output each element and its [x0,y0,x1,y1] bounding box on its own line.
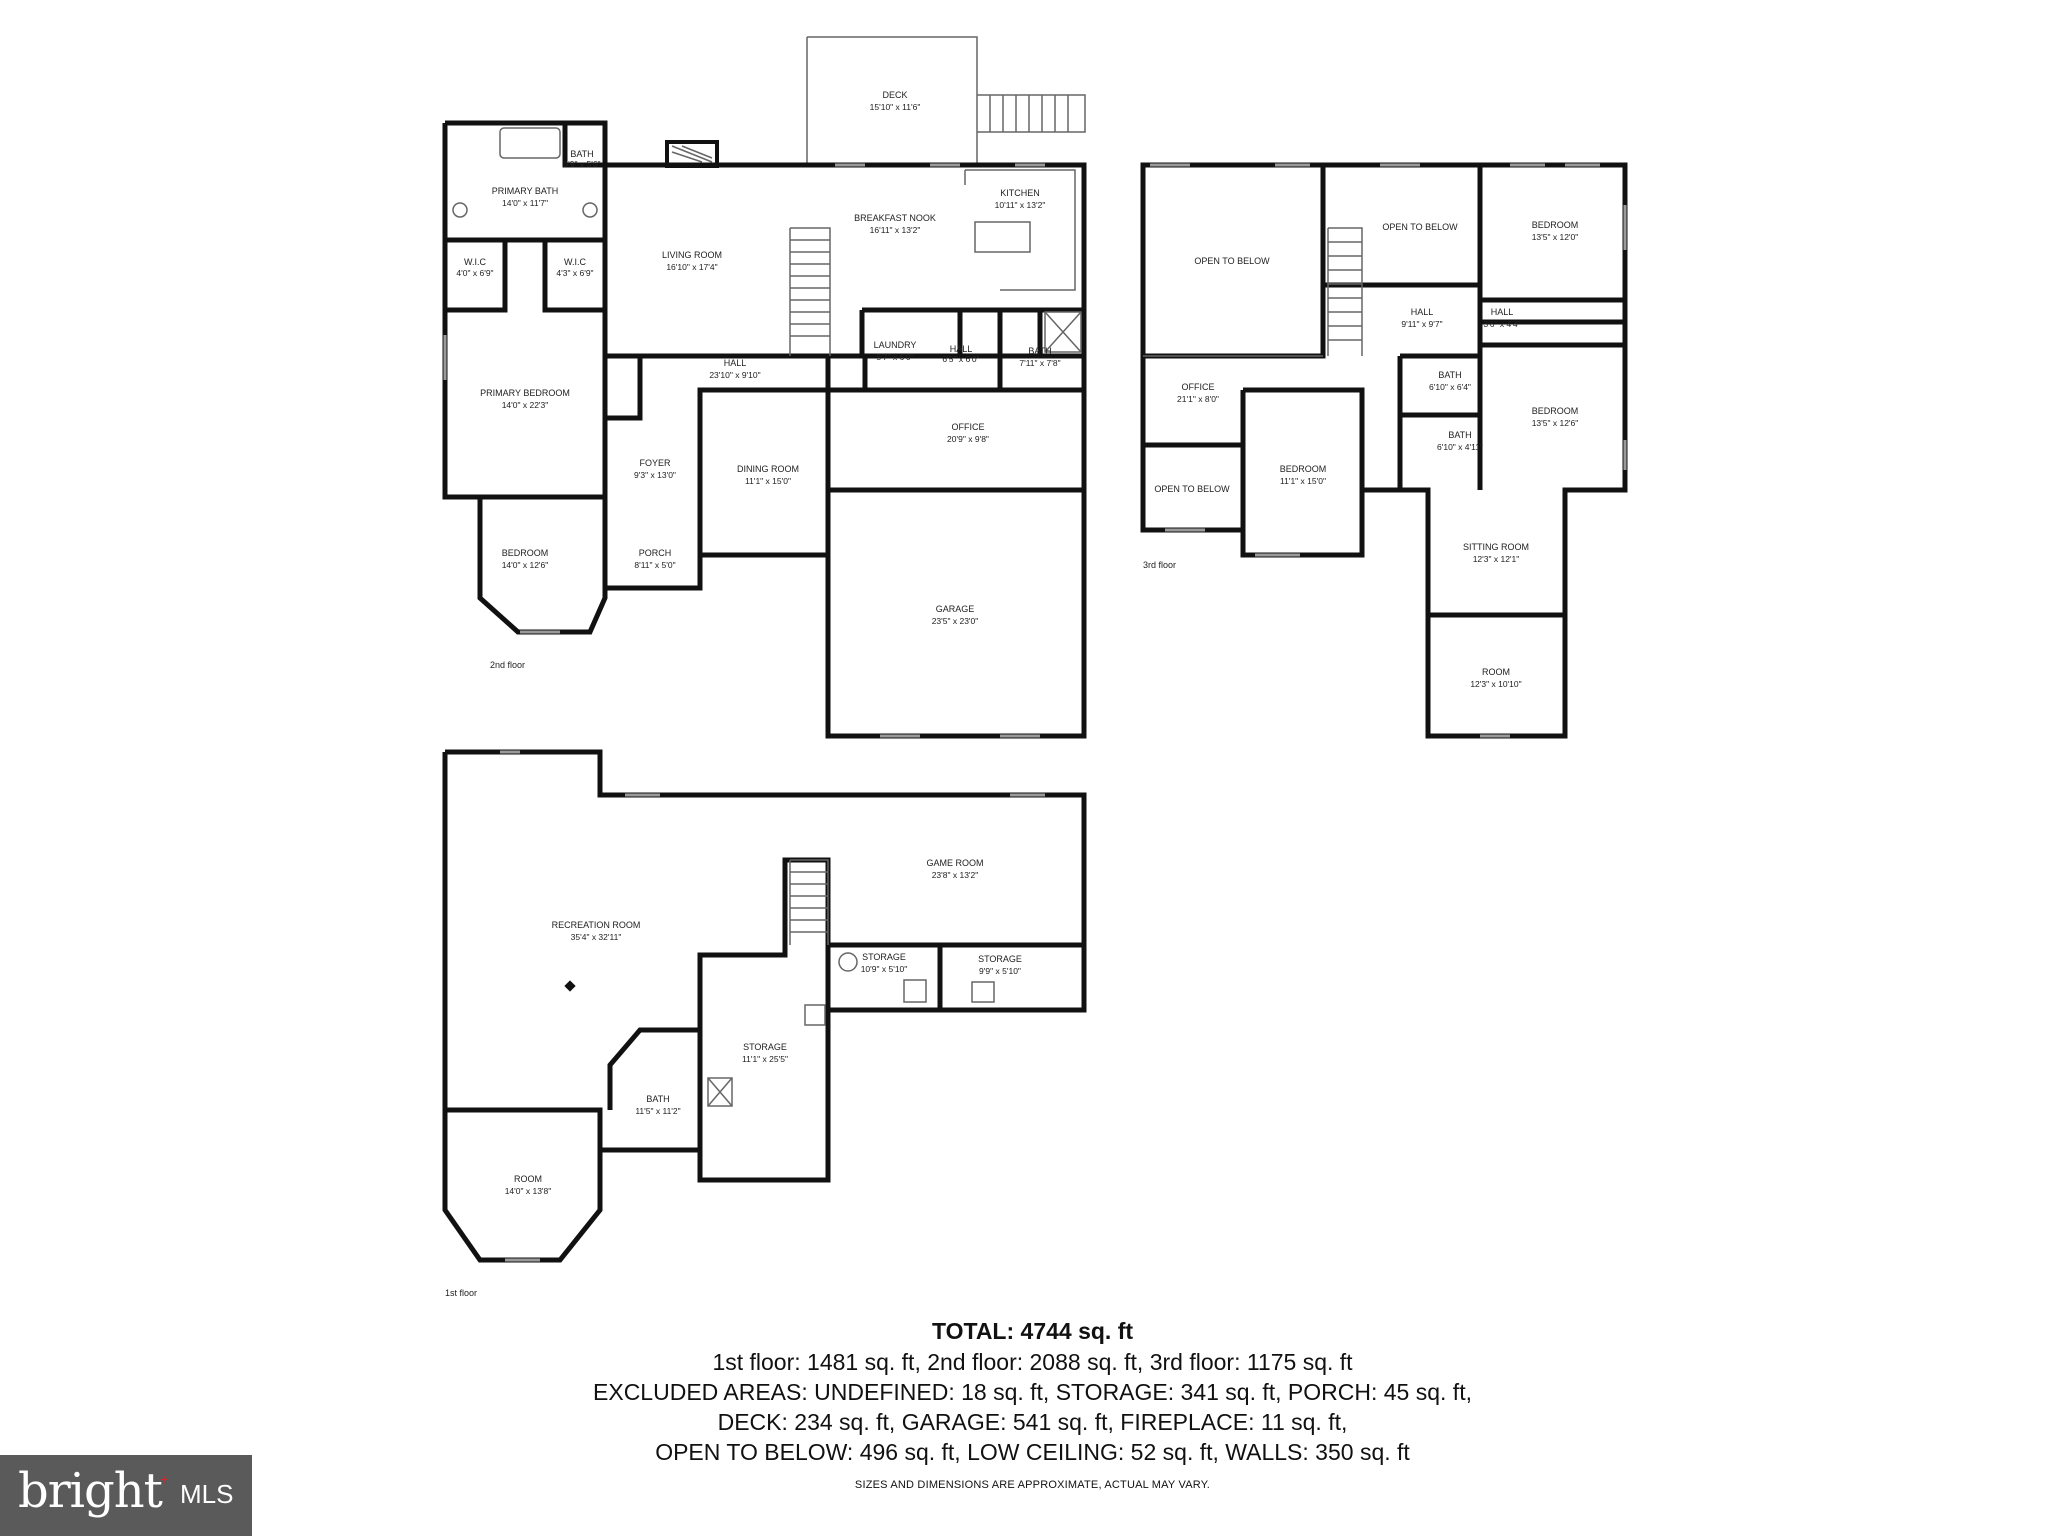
room-name: BATH [1438,370,1461,380]
room-dims: 23'5" x 23'0" [932,616,979,626]
room-dims: 11'5" x 11'2" [635,1106,680,1116]
room-name: GAME ROOM [926,858,983,868]
room-dims: 6'5" x 6'0" [942,354,979,364]
room-name: HALL [1491,307,1514,317]
room-name: GARAGE [936,604,975,614]
room-dims: 14'0" x 11'7" [502,198,548,208]
room-name: BEDROOM [1532,220,1579,230]
room-name: HALL [950,344,973,354]
room-dims: 13'5" x 12'6" [1532,418,1579,428]
room-dims: 11'1" x 15'0" [745,476,791,486]
room-name: STORAGE [862,952,906,962]
room-name: OPEN TO BELOW [1382,222,1458,232]
area-summary: TOTAL: 4744 sq. ft 1st floor: 1481 sq. f… [460,1315,1605,1491]
bright-mls-logo: bright + MLS [0,1455,252,1536]
room-name: W.I.C [464,257,486,267]
room-name: SITTING ROOM [1463,542,1529,552]
room-name: OPEN TO BELOW [1194,256,1270,266]
room-dims: 13'5" x 12'0" [1532,232,1579,242]
room-dims: 21'1" x 8'0" [1177,394,1219,404]
room-dims: 14'0" x 13'8" [505,1186,552,1196]
room-dims: 3'6" x 4'4" [1483,319,1520,329]
second-floor-labels: DECK 15'10" x 11'6" BATH 3'9" x 5'6" PRI… [456,90,1060,670]
room-dims: 4'0" x 6'9" [456,268,493,278]
logo-brand: bright [18,1463,163,1519]
room-dims: 14'0" x 12'6" [502,560,549,570]
room-dims: 16'10" x 17'4" [666,262,717,272]
room-dims: 9'9" x 5'10" [979,966,1021,976]
room-dims: 15'10" x 11'6" [870,102,921,112]
room-name: DECK [882,90,907,100]
room-name: BEDROOM [1280,464,1327,474]
room-name: LIVING ROOM [662,250,722,260]
room-name: HALL [1411,307,1434,317]
room-name: PORCH [639,548,672,558]
room-dims: 6'10" x 6'4" [1429,382,1471,392]
room-name: BATH [1028,346,1051,356]
room-dims: 16'11" x 13'2" [870,225,921,235]
room-name: BEDROOM [1532,406,1579,416]
first-floor-plan [442,749,1087,1263]
third-floor-plan [1140,162,1628,739]
room-name: STORAGE [743,1042,787,1052]
room-dims: 20'9" x 9'8" [947,434,989,444]
room-name: BATH [646,1094,669,1104]
room-name: KITCHEN [1000,188,1040,198]
room-name: BEDROOM [502,548,549,558]
logo-suffix: MLS [180,1479,234,1509]
room-dims: 4'3" x 6'9" [556,268,593,278]
room-dims: 9'3" x 13'0" [634,470,676,480]
room-dims: 14'0" x 22'3" [502,400,549,410]
room-name: RECREATION ROOM [552,920,641,930]
room-dims: 5'7" x 6'0" [876,352,913,362]
room-dims: 9'11" x 9'7" [1401,319,1442,329]
room-dims: 11'1" x 15'0" [1280,476,1326,486]
room-name: FOYER [639,458,671,468]
room-name: LAUNDRY [874,340,917,350]
logo-accent-icon: + [160,1471,169,1487]
excluded-areas-1: EXCLUDED AREAS: UNDEFINED: 18 sq. ft, ST… [593,1379,1472,1405]
room-dims: 35'4" x 32'11" [571,932,622,942]
floor-areas: 1st floor: 1481 sq. ft, 2nd floor: 2088 … [712,1349,1353,1375]
room-name: ROOM [514,1174,542,1184]
room-name: BREAKFAST NOOK [854,213,936,223]
room-dims: 23'10" x 9'10" [709,370,760,380]
room-name: BATH [1448,430,1471,440]
room-dims: 10'9" x 5'10" [861,964,908,974]
floor-label: 3rd floor [1143,560,1176,570]
excluded-areas-3: OPEN TO BELOW: 496 sq. ft, LOW CEILING: … [655,1439,1410,1465]
room-dims: 3'9" x 5'6" [563,159,600,169]
third-floor-labels: OPEN TO BELOW OPEN TO BELOW BEDROOM 13'5… [1143,220,1578,689]
total-area: TOTAL: 4744 sq. ft [931,1318,1134,1344]
room-name: HALL [724,358,747,368]
room-name: OFFICE [1182,382,1215,392]
room-dims: 6'10" x 4'11" [1437,442,1483,452]
floor-label: 2nd floor [490,660,525,670]
room-dims: 12'3" x 12'1" [1473,554,1520,564]
second-floor-plan [442,36,1087,739]
room-name: PRIMARY BEDROOM [480,388,570,398]
room-dims: 12'3" x 10'10" [1470,679,1521,689]
room-dims: 10'11" x 13'2" [995,200,1046,210]
room-name: STORAGE [978,954,1022,964]
room-dims: 8'11" x 5'0" [634,560,675,570]
room-dims: 23'8" x 13'2" [932,870,979,880]
floor-label: 1st floor [445,1288,477,1298]
room-name: DINING ROOM [737,464,799,474]
room-name: OPEN TO BELOW [1154,484,1230,494]
room-dims: 7'11" x 7'8" [1019,358,1060,368]
disclaimer: SIZES AND DIMENSIONS ARE APPROXIMATE, AC… [854,1479,1211,1491]
room-name: ROOM [1482,667,1510,677]
first-floor-labels: GAME ROOM 23'8" x 13'2" RECREATION ROOM … [445,858,1022,1298]
room-name: BATH [570,149,593,159]
room-dims: 11'1" x 25'5" [742,1054,788,1064]
room-name: W.I.C [564,257,586,267]
excluded-areas-2: DECK: 234 sq. ft, GARAGE: 541 sq. ft, FI… [717,1409,1348,1435]
room-name: OFFICE [952,422,985,432]
room-name: PRIMARY BATH [492,186,559,196]
